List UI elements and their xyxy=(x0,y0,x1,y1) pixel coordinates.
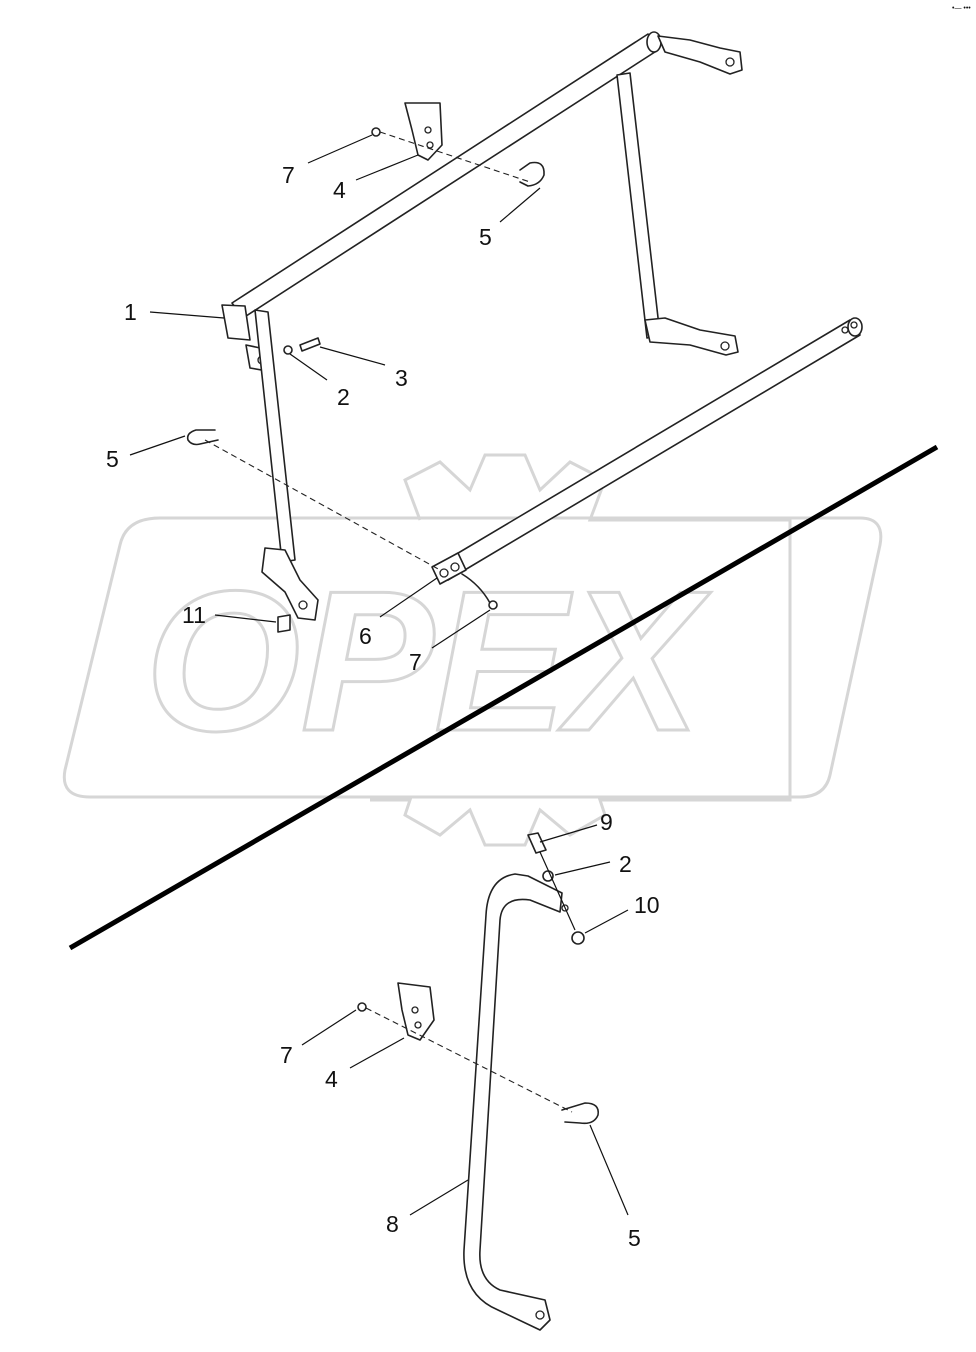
callout-6: 6 xyxy=(359,623,372,649)
leader-lines xyxy=(129,134,629,1216)
nut xyxy=(488,600,498,610)
lower-end-hole xyxy=(535,1310,545,1320)
leader-5b xyxy=(129,435,186,456)
callout-5: 5 xyxy=(479,224,492,250)
top-tube-end xyxy=(646,31,662,53)
leader-2b xyxy=(554,861,611,876)
leader-7c xyxy=(301,1009,357,1046)
top-right-bracket xyxy=(657,35,743,75)
leader-7b xyxy=(431,609,491,649)
bolt xyxy=(299,337,321,352)
leader-7a xyxy=(307,134,373,164)
nut xyxy=(371,127,381,137)
middle-left-flat xyxy=(431,552,467,585)
leader-4b xyxy=(349,1037,405,1069)
assembly-line xyxy=(204,439,441,571)
leader-5a xyxy=(499,187,541,223)
callout-7: 7 xyxy=(280,1042,293,1068)
leader-6 xyxy=(379,577,438,618)
middle-end-hole xyxy=(841,326,849,334)
corner-mark: •— ••• xyxy=(952,5,971,12)
u-bolt xyxy=(561,1102,600,1125)
nut-10 xyxy=(571,931,585,945)
bent-tube xyxy=(463,873,563,1331)
watermark-gear xyxy=(370,453,792,847)
upper-bracket-hole xyxy=(426,141,434,149)
bracket-hole xyxy=(725,57,735,67)
left-post xyxy=(254,309,296,563)
washer xyxy=(283,345,293,355)
watermark: OPEX xyxy=(62,453,883,847)
callouts: 7 4 5 1 3 2 5 11 6 7 9 2 10 7 4 8 5 xyxy=(106,162,660,1251)
middle-hole xyxy=(439,568,449,578)
lower-bracket-hole xyxy=(414,1021,422,1029)
callout-7: 7 xyxy=(282,162,295,188)
bolt-9 xyxy=(527,832,547,854)
callout-7: 7 xyxy=(409,649,422,675)
leader-10 xyxy=(584,909,629,934)
middle-hole xyxy=(450,562,460,572)
leader-8 xyxy=(409,1179,469,1216)
watermark-plate xyxy=(62,516,883,799)
upper-bracket-hole xyxy=(424,126,432,134)
watermark-text: OPEX xyxy=(145,550,711,773)
leader-1 xyxy=(149,311,225,319)
callout-4: 4 xyxy=(333,177,346,203)
middle-end-hole xyxy=(850,321,858,329)
lower-assembly xyxy=(357,832,600,1331)
right-post xyxy=(616,72,661,339)
leader-4a xyxy=(355,154,419,181)
callout-8: 8 xyxy=(386,1211,399,1237)
left-mount-plate xyxy=(221,304,251,341)
upper-frame xyxy=(221,31,743,633)
callout-2: 2 xyxy=(619,851,632,877)
section-divider xyxy=(68,444,939,951)
assembly-line xyxy=(379,131,531,183)
callout-3: 3 xyxy=(395,365,408,391)
nut xyxy=(357,1002,367,1012)
leader-5c xyxy=(589,1124,629,1216)
hardware-stack-line xyxy=(539,851,576,931)
foot-hole xyxy=(720,341,730,351)
leader-11 xyxy=(214,614,277,623)
callout-9: 9 xyxy=(600,809,613,835)
callout-1: 1 xyxy=(124,299,137,325)
callout-10: 10 xyxy=(634,892,660,918)
callout-5: 5 xyxy=(628,1225,641,1251)
top-tube xyxy=(231,33,659,319)
u-bolt-strap xyxy=(461,573,491,604)
u-bolt xyxy=(519,161,545,187)
right-foot-bracket xyxy=(644,317,739,356)
leader-2a xyxy=(289,353,328,381)
bolt-11 xyxy=(277,614,291,633)
middle-frame xyxy=(186,317,863,610)
leader-3 xyxy=(319,346,386,366)
callout-11: 11 xyxy=(182,602,206,628)
middle-tube xyxy=(437,319,861,581)
upper-bracket xyxy=(404,102,443,161)
left-foot-hole xyxy=(298,600,308,610)
callout-2: 2 xyxy=(337,384,350,410)
callout-4: 4 xyxy=(325,1066,338,1092)
washer xyxy=(542,870,554,882)
u-bolt xyxy=(186,429,219,446)
leader-9 xyxy=(539,824,598,843)
callout-5: 5 xyxy=(106,446,119,472)
assembly-line xyxy=(365,1007,573,1113)
lower-bracket-hole xyxy=(411,1006,419,1014)
